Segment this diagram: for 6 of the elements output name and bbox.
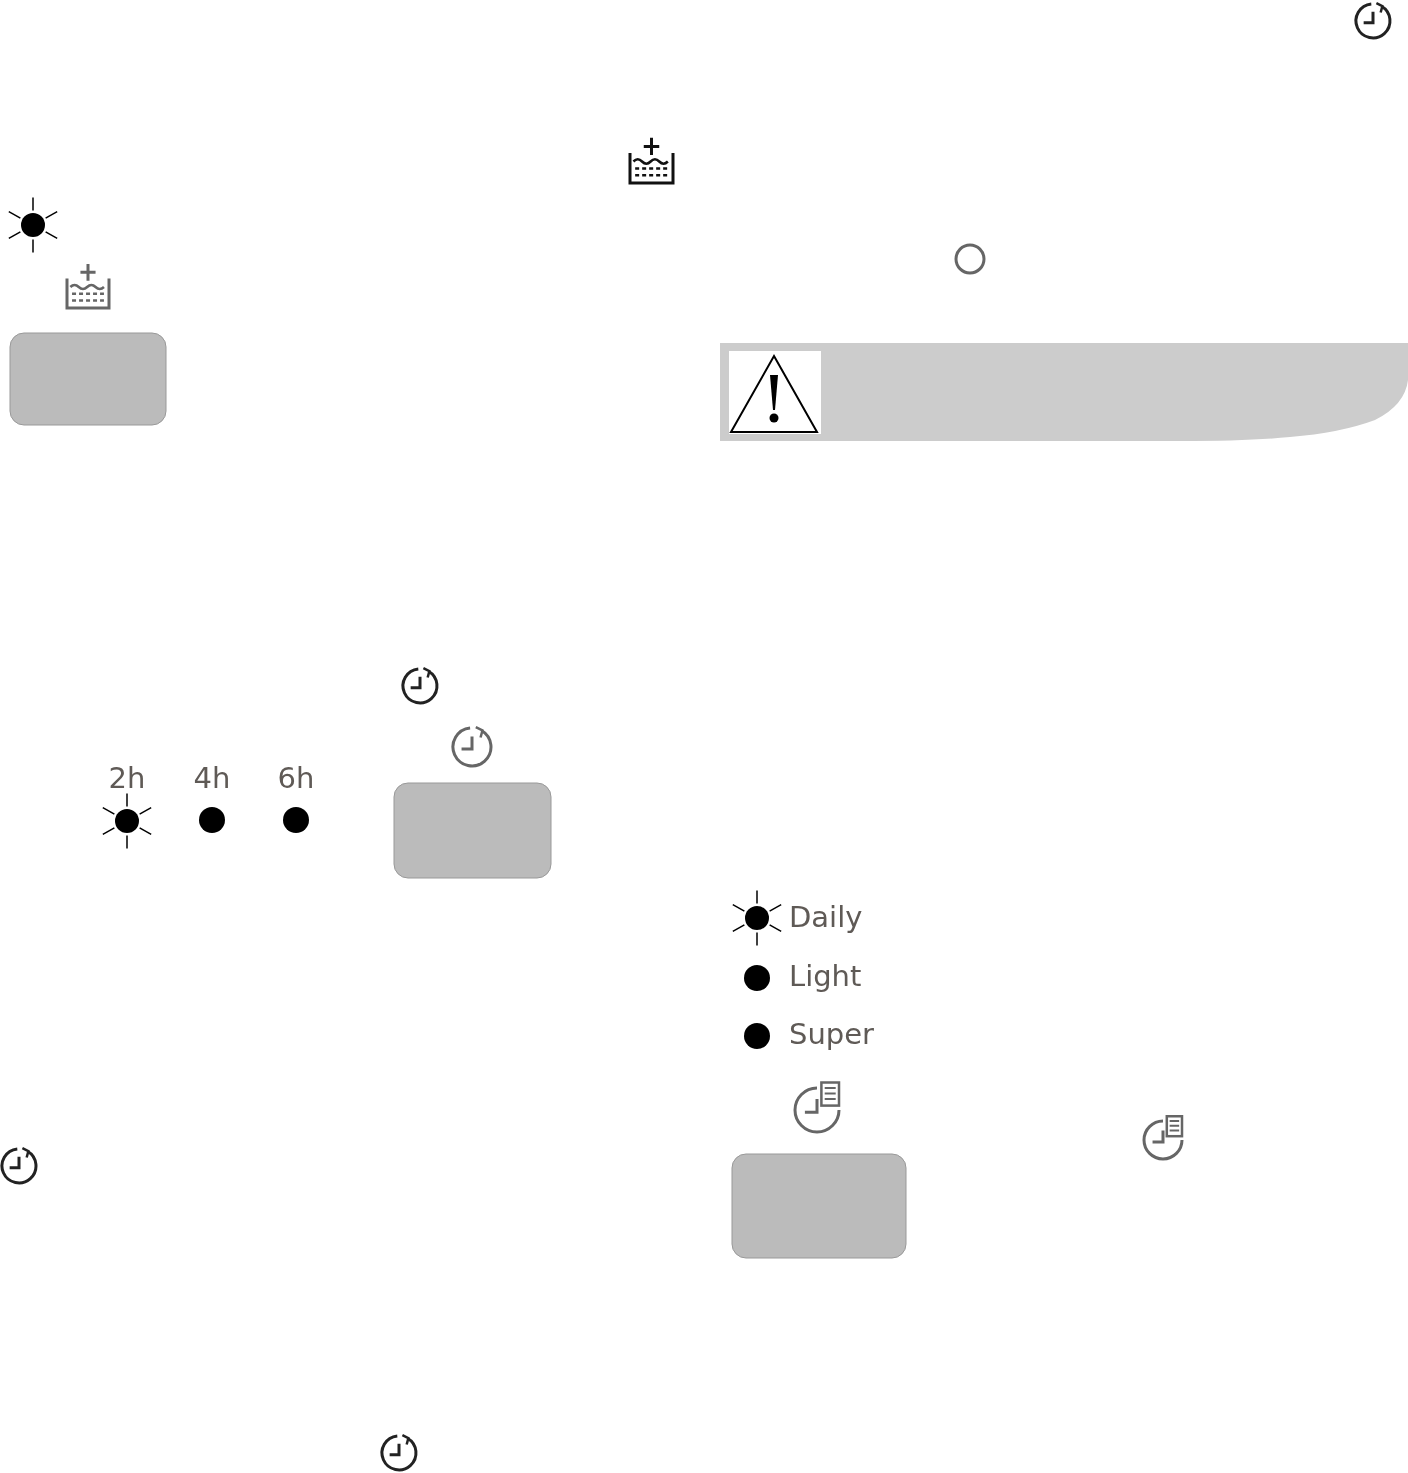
program-label: Light bbox=[789, 962, 862, 991]
program-label: Super bbox=[789, 1020, 874, 1049]
duration-label: 4h bbox=[193, 764, 231, 793]
duration-label: 6h bbox=[277, 764, 315, 793]
program-label: Daily bbox=[789, 903, 863, 932]
duration-label: 2h bbox=[108, 764, 146, 793]
